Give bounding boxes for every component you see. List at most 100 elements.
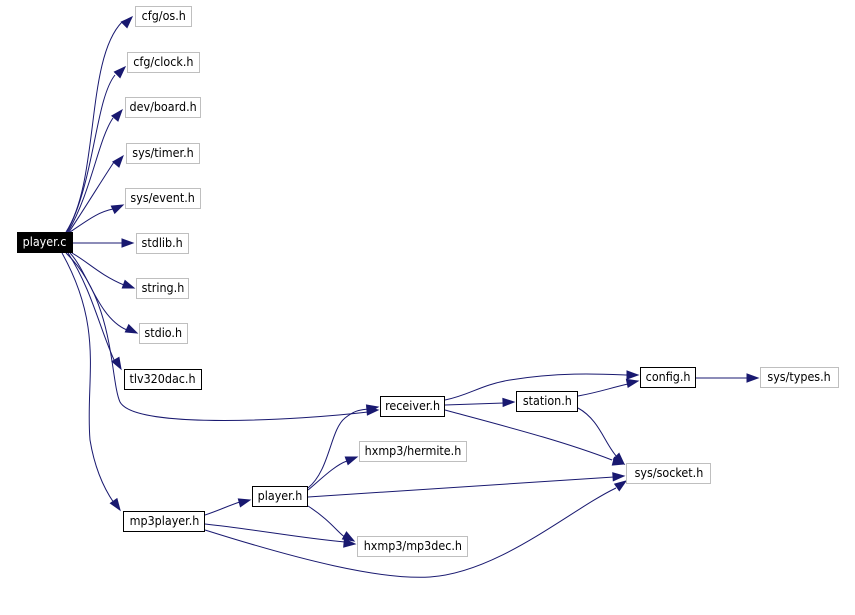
edge-player-c-to-mp3player [61, 252, 121, 512]
edge-line [307, 460, 348, 491]
node-label: mp3player.h [129, 514, 199, 528]
node-config[interactable]: config.h [640, 367, 696, 388]
node-label: player.c [23, 235, 67, 249]
node-hxmp3-mp3dec: hxmp3/mp3dec.h [357, 536, 468, 557]
node-stdlib: stdlib.h [136, 233, 189, 254]
node-station[interactable]: station.h [516, 391, 578, 412]
arrowhead-icon [343, 538, 357, 548]
arrowhead-icon [109, 497, 121, 512]
edge-player-c-to-cfg-clock [66, 65, 127, 233]
arrowhead-icon [626, 370, 640, 380]
edge-player-h-to-receiver [307, 404, 380, 489]
arrowhead-icon [612, 472, 626, 482]
edge-line [65, 21, 123, 233]
edge-mp3player-to-player-h [204, 498, 252, 516]
node-label: player.h [257, 489, 303, 503]
node-label: cfg/os.h [141, 9, 186, 23]
node-label: sys/types.h [767, 370, 832, 384]
node-label: dev/board.h [129, 100, 197, 114]
edge-line [67, 252, 116, 363]
edge-player-c-to-receiver [65, 252, 380, 421]
edge-line [67, 117, 114, 233]
node-cfg-clock: cfg/clock.h [127, 52, 200, 73]
node-hxmp3-hermite: hxmp3/hermite.h [359, 441, 467, 462]
node-label: stdio.h [144, 326, 183, 340]
edge-line [61, 252, 115, 504]
edge-line [307, 505, 346, 538]
arrowhead-icon [625, 378, 640, 389]
edge-line [71, 252, 125, 286]
arrowhead-icon [110, 108, 123, 122]
arrowhead-icon [111, 356, 122, 371]
edge-player-c-to-tlv320dac [67, 252, 122, 371]
edge-player-c-to-dev-board [67, 108, 123, 233]
node-label: cfg/clock.h [133, 55, 194, 69]
arrowhead-icon [121, 279, 136, 289]
edge-line [204, 487, 617, 578]
node-label: sys/timer.h [132, 146, 194, 160]
edge-player-c-to-string [71, 252, 136, 289]
node-player-h[interactable]: player.h [252, 486, 308, 507]
node-label: tlv320dac.h [129, 372, 197, 386]
edge-line [307, 408, 369, 489]
arrowhead-icon [612, 452, 626, 466]
edge-line [307, 476, 615, 498]
node-cfg-os: cfg/os.h [135, 6, 192, 27]
arrowhead-icon [120, 15, 134, 29]
edge-receiver-to-config [444, 370, 640, 401]
edge-player-c-to-sys-event [69, 204, 125, 233]
edge-player-h-to-hermite [307, 456, 359, 491]
arrowhead-icon [613, 480, 628, 492]
edge-mp3player-to-sys-socket [204, 480, 628, 578]
edge-line [68, 161, 115, 233]
arrowhead-icon [113, 65, 127, 79]
node-tlv320dac[interactable]: tlv320dac.h [124, 369, 202, 390]
node-sys-event: sys/event.h [125, 188, 201, 209]
node-dev-board: dev/board.h [125, 97, 201, 118]
edge-line [204, 523, 346, 543]
edge-receiver-to-station [444, 397, 516, 408]
node-receiver[interactable]: receiver.h [380, 396, 445, 417]
node-label: string.h [141, 281, 184, 295]
node-label: sys/event.h [130, 191, 196, 205]
edge-mp3player-to-mp3dec [204, 523, 357, 548]
edge-line [444, 373, 628, 401]
arrowhead-icon [110, 204, 125, 215]
edge-player-h-to-mp3dec [307, 505, 356, 542]
node-sys-socket: sys/socket.h [626, 463, 711, 484]
arrowhead-icon [365, 404, 380, 414]
node-label: sys/socket.h [634, 466, 703, 480]
node-label: receiver.h [385, 399, 440, 413]
arrowhead-icon [341, 531, 356, 542]
edge-station-to-config [577, 378, 640, 397]
node-label: stdlib.h [141, 236, 184, 250]
edge-player-c-to-stdlib [73, 238, 135, 248]
node-label: hxmp3/mp3dec.h [363, 539, 462, 553]
edge-line [577, 383, 629, 397]
edge-line [444, 402, 505, 406]
node-label: config.h [645, 370, 691, 384]
edge-line [577, 407, 619, 459]
arrowhead-icon [124, 323, 139, 334]
edge-line [66, 74, 116, 233]
arrowhead-icon [746, 373, 760, 383]
edge-config-to-sys-types [696, 373, 760, 383]
edge-line [204, 501, 241, 516]
edge-station-to-sys-socket [577, 407, 626, 466]
node-stdio: stdio.h [139, 323, 188, 344]
edge-receiver-to-sys-socket [444, 409, 626, 466]
edge-line [65, 252, 369, 421]
node-label: hxmp3/hermite.h [364, 444, 462, 458]
node-sys-types: sys/types.h [760, 367, 839, 388]
edge-player-h-to-sys-socket [307, 472, 626, 498]
node-mp3player[interactable]: mp3player.h [123, 511, 205, 532]
arrowhead-icon [237, 498, 252, 508]
arrowhead-icon [344, 456, 359, 466]
node-sys-timer: sys/timer.h [126, 143, 200, 164]
node-player-c: player.c [17, 232, 73, 253]
arrowhead-icon [111, 154, 124, 168]
edge-player-c-to-sys-timer [68, 154, 124, 233]
arrowhead-icon [502, 397, 516, 408]
